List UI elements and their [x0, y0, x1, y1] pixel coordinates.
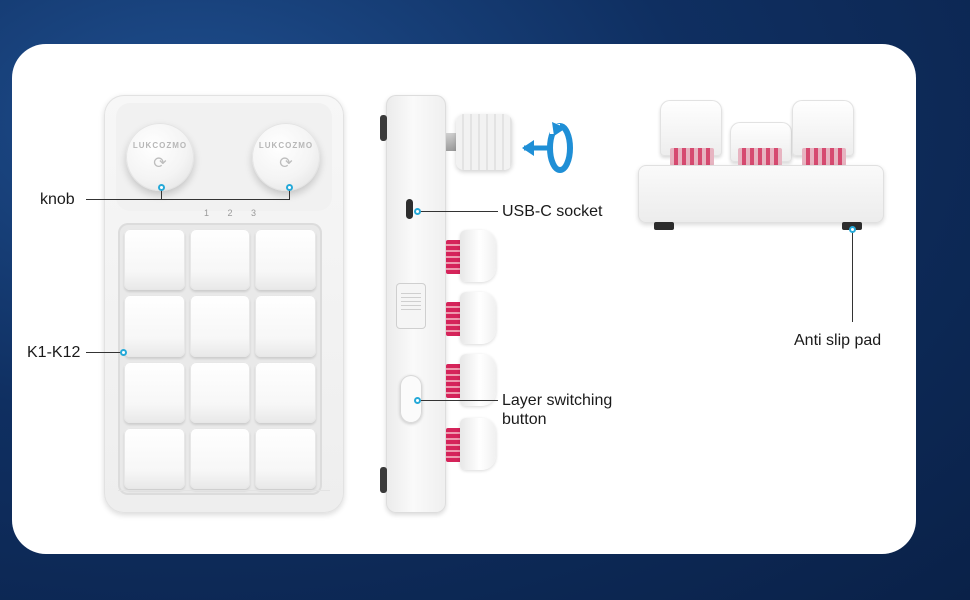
key-k10 [124, 427, 185, 489]
layer-indicator-numbers: 1 2 3 [204, 208, 265, 218]
key-k12 [255, 427, 316, 489]
knob-right: LUKCOZMO ⟳ [252, 123, 320, 191]
keypad-side-view [380, 95, 446, 513]
label-knob: knob [40, 191, 75, 208]
label-layer-button: Layer switching button [502, 392, 613, 428]
anti-slip-foot-left [654, 222, 674, 230]
callout-dot-knob-left [158, 184, 165, 191]
callout-dot-keys [120, 349, 127, 356]
keypad-back-view [638, 165, 884, 223]
back-keycap-right [792, 100, 854, 156]
key-k7 [124, 361, 185, 423]
key-k2 [189, 229, 251, 291]
callout-dot-layer-button [414, 397, 421, 404]
leader-knob-left-stem [161, 189, 162, 199]
label-usb-c: USB-C socket [502, 203, 603, 220]
callout-dot-knob-right [286, 184, 293, 191]
back-switch-left [670, 148, 714, 166]
side-bump-bottom [380, 467, 387, 493]
leader-usb-c [418, 211, 498, 212]
key-k1 [124, 229, 185, 291]
leader-anti-slip-pad [852, 232, 853, 322]
side-key-1 [446, 230, 496, 282]
key-k5 [189, 295, 251, 357]
usb-c-port [406, 199, 413, 219]
callout-dot-anti-slip-pad [849, 226, 856, 233]
knob-left: LUKCOZMO ⟳ [126, 123, 194, 191]
mode-slider [396, 283, 426, 329]
knob-brand-text: LUKCOZMO [258, 141, 314, 150]
rotate-icon: ⟳ [153, 155, 167, 172]
knob-side-view [456, 114, 512, 170]
knob-brand-text: LUKCOZMO [132, 141, 188, 150]
leader-layer-button [418, 400, 498, 401]
key-k11 [189, 427, 251, 489]
rotate-icon: ⟳ [279, 155, 293, 172]
label-anti-slip-pad: Anti slip pad [794, 332, 882, 349]
leader-keys [86, 352, 122, 353]
back-switch-right [802, 148, 846, 166]
key-k4 [124, 295, 185, 357]
back-keycap-left [660, 100, 722, 156]
key-grid [118, 223, 322, 495]
knob-shaft [446, 133, 458, 151]
label-keys: K1-K12 [27, 344, 81, 361]
key-k9 [255, 361, 316, 423]
side-bump-top [380, 115, 387, 141]
bottom-lip [118, 490, 330, 501]
callout-dot-usb-c [414, 208, 421, 215]
side-key-4 [446, 418, 496, 470]
side-key-3 [446, 354, 496, 406]
leader-knob [86, 199, 290, 200]
keypad-front-view: LUKCOZMO ⟳ LUKCOZMO ⟳ 1 2 3 [104, 95, 344, 513]
key-k8 [189, 361, 251, 423]
side-key-2 [446, 292, 496, 344]
back-switch-middle [738, 148, 782, 166]
key-k3 [255, 229, 316, 291]
layer-switch-button [400, 375, 422, 423]
rotate-arrow-icon [522, 122, 573, 173]
key-k6 [255, 295, 316, 357]
leader-knob-right-stem [289, 189, 290, 199]
